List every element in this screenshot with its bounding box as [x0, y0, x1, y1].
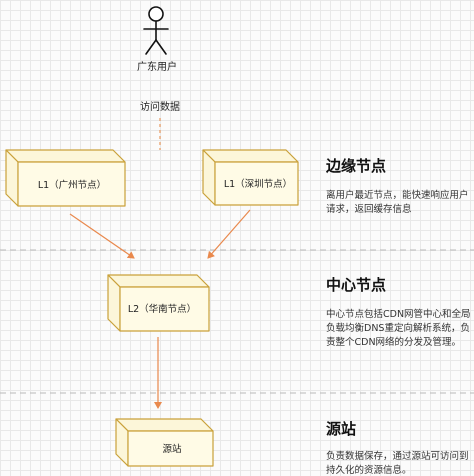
user-stick-figure-icon — [143, 6, 169, 55]
section-title-origin: 源站 — [326, 420, 357, 438]
section-origin: 源站 负责数据保存，通过源站可访问到 持久化的资源信息。 — [326, 420, 474, 476]
node-box-l2-huanan — [107, 274, 210, 332]
arrow-guangzhou-to-huanan — [69, 213, 135, 259]
node-label-l1-guangzhou: L1（广州节点） — [38, 179, 106, 191]
desc-line: 请求，返回缓存信息 — [326, 204, 412, 215]
access-data-label: 访问数据 — [140, 100, 180, 113]
node-box-l1-shenzhen — [202, 149, 299, 206]
section-desc-center: 中心节点包括CDN网管中心和全局 负载均衡DNS重定向解析系统，负 责整个CDN… — [326, 308, 474, 350]
node-label-l2-huanan: L2（华南节点） — [128, 303, 196, 315]
user-label: 广东用户 — [137, 60, 177, 73]
desc-line: 中心节点包括CDN网管中心和全局 — [326, 309, 471, 320]
desc-line: 持久化的资源信息。 — [326, 465, 412, 476]
node-label-l1-shenzhen: L1（深圳节点） — [224, 178, 292, 190]
section-title-center: 中心节点 — [326, 276, 387, 294]
arrow-shenzhen-to-huanan — [207, 209, 251, 259]
section-title-edge: 边缘节点 — [326, 157, 387, 175]
node-label-origin: 源站 — [162, 443, 182, 455]
section-desc-origin: 负责数据保存，通过源站可访问到 持久化的资源信息。 — [326, 450, 474, 476]
desc-line: 负载均衡DNS重定向解析系统，负 — [326, 323, 470, 334]
node-box-l1-guangzhou — [5, 149, 126, 207]
desc-line: 责整个CDN网络的分发及管理。 — [326, 337, 462, 348]
node-box-origin — [115, 418, 214, 467]
desc-line: 离用户最近节点，能快速响应用户 — [326, 190, 469, 201]
section-edge-node: 边缘节点 离用户最近节点，能快速响应用户 请求，返回缓存信息 — [326, 157, 474, 217]
desc-line: 负责数据保存，通过源站可访问到 — [326, 451, 469, 462]
section-desc-edge: 离用户最近节点，能快速响应用户 请求，返回缓存信息 — [326, 189, 474, 217]
section-center-node: 中心节点 中心节点包括CDN网管中心和全局 负载均衡DNS重定向解析系统，负 责… — [326, 276, 474, 350]
